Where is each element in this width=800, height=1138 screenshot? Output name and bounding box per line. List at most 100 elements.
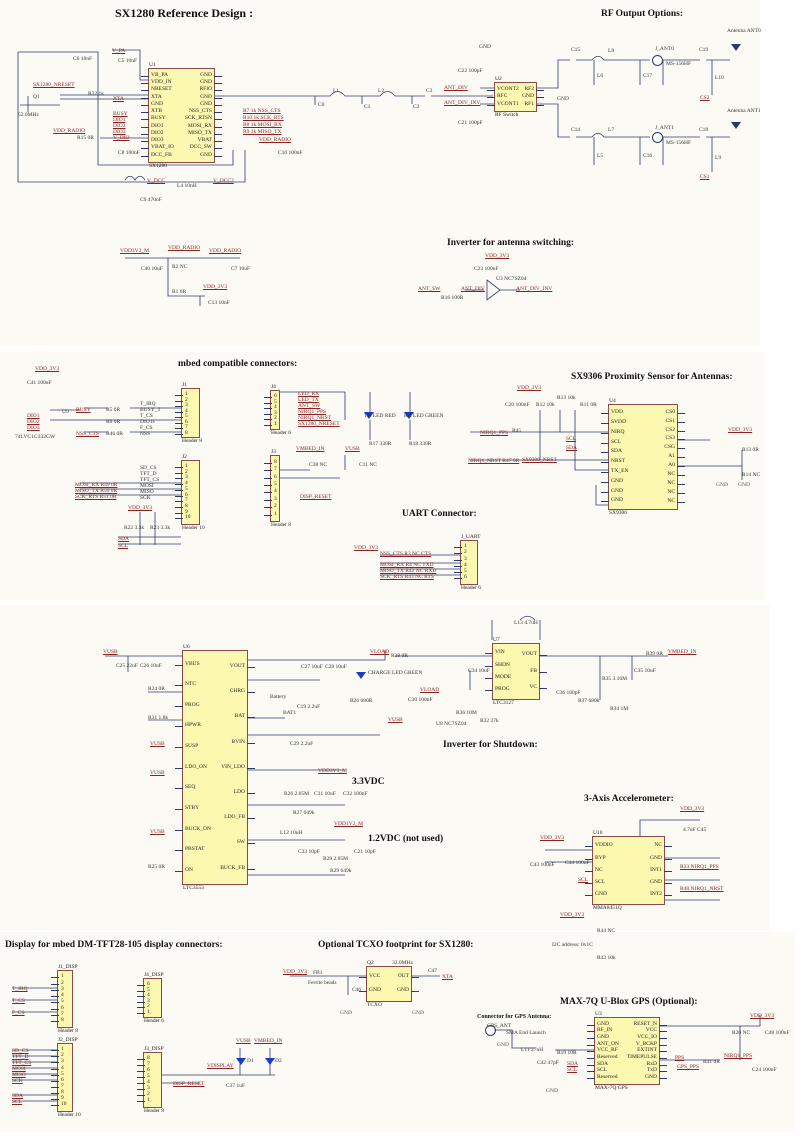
- pin-label: INT1: [650, 866, 672, 873]
- header-part: Header 6: [461, 585, 482, 591]
- pin-label: VCC: [627, 1028, 668, 1034]
- component-label: R13 0R: [742, 447, 759, 453]
- pin-label: SUSP: [175, 744, 211, 750]
- header-part: Header 8: [182, 438, 203, 444]
- title-tcxo: Optional TCXO footprint for SX1280:: [318, 940, 474, 950]
- title-sx1280: SX1280 Reference Design :: [115, 6, 254, 20]
- net-label: T_CS: [12, 998, 25, 1004]
- net-label: VDD_3V3: [750, 1013, 775, 1019]
- component-label: D2: [275, 1058, 282, 1064]
- pin-label: XTB: [141, 109, 174, 115]
- component-label: GND: [738, 482, 750, 488]
- pin-number: 8: [137, 1055, 150, 1062]
- net-label: ANT_SW: [298, 403, 321, 409]
- net-label: VDD_RADIO: [168, 245, 201, 251]
- component-label: U3 NC7SZ04: [496, 276, 527, 282]
- pin-label: NRESET: [141, 87, 174, 93]
- component-label: C17: [643, 73, 653, 79]
- net-label: VDD_RADIO: [259, 137, 292, 143]
- pin-label: RFC: [487, 94, 519, 100]
- pin-label: BUCK_ON: [175, 825, 211, 832]
- pin-label: PBSTAT: [175, 847, 211, 853]
- component-label: R15 0R: [77, 135, 94, 141]
- pin-label: V_BCKP: [627, 1041, 668, 1048]
- label-1v2: 1.2VDC (not used): [368, 834, 444, 844]
- chip-part: SX9306: [609, 510, 628, 516]
- pin-number: 4: [175, 481, 191, 487]
- net-label: MOSI_RX R4 NC TXD: [380, 562, 434, 568]
- pin-number: 2: [175, 396, 188, 403]
- component-label: Antenna ANT0: [727, 28, 761, 34]
- component-label: GPS_ANT: [487, 1023, 512, 1029]
- title-rf-output: RF Output Options:: [601, 9, 683, 19]
- pin-label: VBAT_IO: [141, 144, 174, 151]
- net-label: VDD_3V3: [540, 835, 565, 841]
- component-label: R19 10R: [557, 1050, 577, 1056]
- antenna1-icon: [731, 122, 741, 129]
- pin-label: INT2: [650, 891, 672, 898]
- net-label: BUSY: [113, 111, 128, 117]
- net-label: VMBED_IN: [296, 446, 325, 452]
- pin-number: 5: [175, 413, 188, 419]
- pin-number: 1: [264, 420, 277, 427]
- pin-label: GND: [185, 152, 223, 159]
- pin-label: VIN_LDO: [221, 763, 255, 770]
- component-label: C34 10uF: [468, 668, 490, 674]
- component-label: C42 47pF: [537, 1060, 559, 1066]
- net-label: V_DCC: [147, 178, 166, 184]
- title-mbed: mbed compatible connectors:: [178, 359, 298, 369]
- pin-number: 7: [51, 1083, 67, 1090]
- header-part: Header 10: [58, 1112, 81, 1118]
- pin-label: GND: [185, 94, 223, 101]
- component-label: J_ANT0: [655, 46, 674, 52]
- title-inverter-antenna: Inverter for antenna switching:: [447, 238, 575, 248]
- pin-label: NC: [650, 843, 672, 849]
- net-label: SDA: [118, 536, 130, 542]
- net-label: NSS_CTS R3 NC CTS: [380, 551, 432, 557]
- pin-label: NC: [664, 489, 685, 496]
- header-ref: J2: [182, 454, 187, 460]
- chip-ref: U2: [495, 76, 502, 82]
- pin-number: 6: [264, 473, 277, 480]
- pin-number: 2: [264, 415, 277, 421]
- component-label: MS-156HF: [666, 61, 692, 67]
- component-label: R14 NC: [742, 472, 761, 478]
- component-label: L2: [378, 88, 385, 94]
- net-label: DIO3: [27, 425, 40, 431]
- net-label: VUSB: [150, 829, 165, 835]
- component-label: C43 100nF: [530, 862, 555, 868]
- pin-label: RFIO: [185, 87, 223, 93]
- component-label: R39 0R: [646, 651, 663, 657]
- pin-number: 1: [137, 1097, 150, 1104]
- chip-part: LTC3553: [183, 885, 204, 891]
- pin-number: 2: [264, 503, 277, 510]
- net-label: VUSB: [150, 770, 165, 776]
- pin-label: GND: [141, 101, 174, 108]
- net-label: TFT_D: [12, 1054, 29, 1060]
- pin-number: 9: [51, 1096, 67, 1102]
- pin-number: 7: [175, 424, 188, 430]
- net-label: NIRQ1_PPS: [298, 409, 327, 415]
- pin-number: 10: [51, 1101, 67, 1108]
- component-label: C22 100pF: [458, 68, 483, 74]
- net-label: SCK: [12, 1078, 23, 1084]
- pin-label: NC: [664, 498, 685, 505]
- net-label: XTA: [113, 96, 124, 102]
- panel-rf: [0, 0, 760, 345]
- pin-label: MODE: [484, 673, 512, 680]
- pin-label: BAT: [220, 714, 255, 720]
- pin-number: 4: [51, 1065, 67, 1072]
- component-label: C9 470nF: [140, 197, 162, 203]
- header-part: Header 8: [58, 1028, 79, 1034]
- pin-label: CS2: [665, 426, 685, 433]
- component-label: J_ANT1: [655, 125, 674, 131]
- header-part: Header 6: [144, 1018, 165, 1024]
- pin-number: 4: [137, 1079, 150, 1086]
- pin-number: 8: [264, 458, 277, 465]
- component-label: R5 0R: [106, 407, 121, 413]
